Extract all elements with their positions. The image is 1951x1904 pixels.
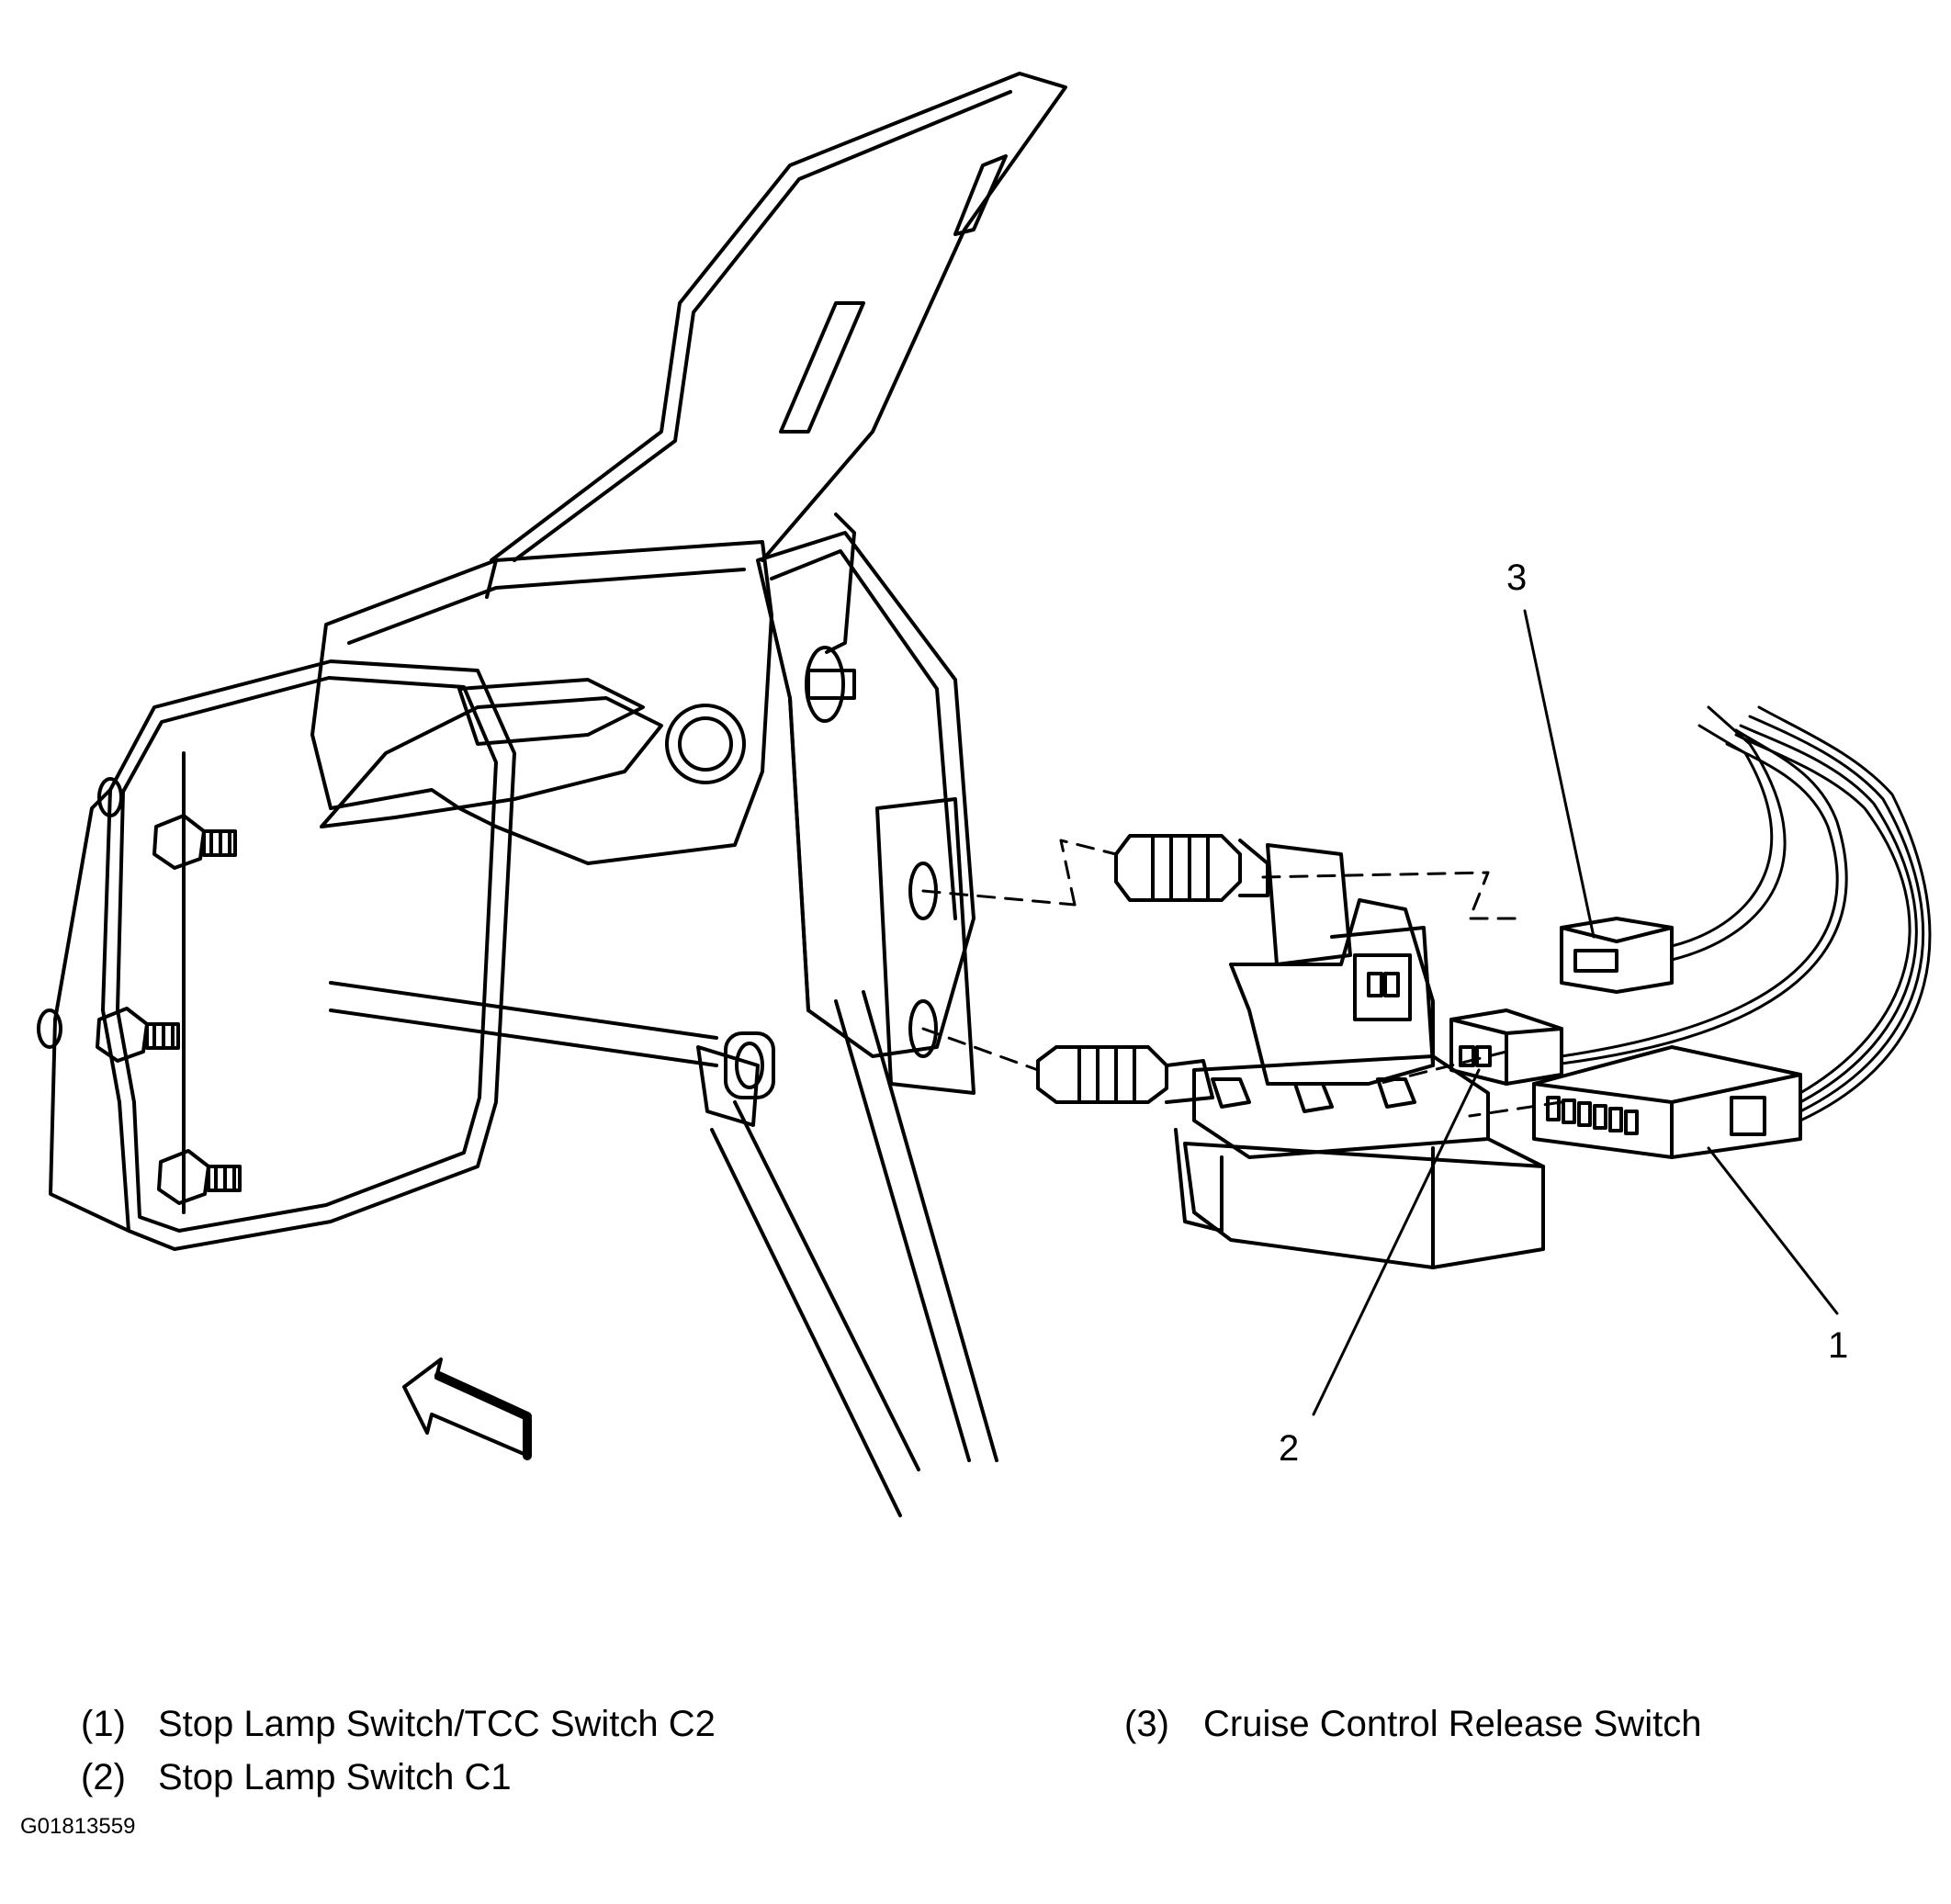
leader-lines bbox=[1312, 609, 1839, 1416]
mounting-studs bbox=[37, 777, 242, 1205]
brake-pedal-lever bbox=[710, 513, 998, 1517]
callout-3: 3 bbox=[1506, 558, 1527, 598]
connector-c2 bbox=[1532, 1045, 1802, 1159]
legend-number-3: (3) bbox=[1124, 1704, 1169, 1744]
wire-harness bbox=[1560, 705, 1932, 1122]
legend-label-1: Stop Lamp Switch/TCC Switch C2 bbox=[158, 1704, 716, 1744]
connector-cruise bbox=[1560, 917, 1674, 994]
legend-number-1: (1) bbox=[81, 1704, 126, 1744]
legend-number-2: (2) bbox=[81, 1757, 126, 1797]
stop-lamp-switch bbox=[1036, 1045, 1545, 1269]
callout-1: 1 bbox=[1828, 1325, 1848, 1366]
legend-item-1: (1) Stop Lamp Switch/TCC Switch C2 bbox=[81, 1706, 716, 1742]
legend-item-2: (2) Stop Lamp Switch C1 bbox=[81, 1759, 512, 1796]
pushrod-and-clip bbox=[329, 981, 775, 1127]
pedal-arm-upper bbox=[310, 72, 1067, 865]
callout-2: 2 bbox=[1279, 1428, 1299, 1469]
legend-label-2: Stop Lamp Switch C1 bbox=[158, 1757, 512, 1797]
figure-id: G01813559 bbox=[20, 1814, 136, 1839]
mounting-bracket bbox=[49, 659, 516, 1251]
front-direction-arrow bbox=[402, 1358, 532, 1460]
legend-label-3: Cruise Control Release Switch bbox=[1203, 1704, 1702, 1744]
connector-c1 bbox=[1449, 1008, 1563, 1086]
cruise-control-release-switch bbox=[1114, 834, 1435, 1086]
legend-item-3: (3) Cruise Control Release Switch bbox=[1124, 1706, 1701, 1742]
alignment-lines bbox=[921, 839, 1563, 1118]
